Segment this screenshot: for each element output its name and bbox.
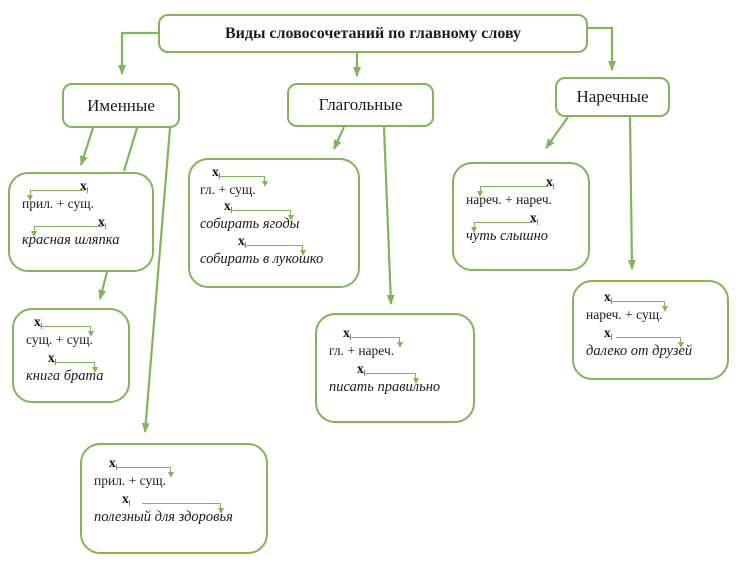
dependency-arrow <box>363 373 419 384</box>
example-text: книга брата <box>26 368 104 384</box>
head-marker: х <box>80 178 88 193</box>
example-line: х красная шляпка <box>22 214 144 249</box>
dependency-arrow <box>349 337 403 348</box>
dependency-arrow <box>230 210 294 221</box>
example-text: полезный для здоровья <box>94 509 233 525</box>
pattern-line: х прил. + сущ. <box>94 455 258 489</box>
connector-verbal-to-verb-noun <box>332 126 346 150</box>
dependency-arrow <box>477 186 548 197</box>
connector-title-to-adverbial <box>588 26 616 71</box>
pattern-text: прил. + сущ. <box>22 196 95 211</box>
category-verbal: Глагольные <box>287 83 434 127</box>
box-adverb-adverb: х нареч. + нареч. х чуть слышно <box>452 162 590 271</box>
pattern-line: х прил. + сущ. <box>22 178 144 212</box>
dependency-arrow <box>616 337 684 348</box>
connector-nominal-stub <box>122 127 139 172</box>
head-marker: х <box>34 314 42 329</box>
example-text: далеко от друзей <box>586 343 693 359</box>
example-text: собирать ягоды <box>200 216 300 232</box>
pattern-text: гл. + сущ. <box>200 182 256 197</box>
dependency-arrow <box>40 326 94 337</box>
head-marker: х <box>98 214 106 229</box>
box-adverb-noun: х нареч. + сущ. х далеко от друзей <box>572 280 729 380</box>
box-adj-noun: х прил. + сущ. х красная шляпка <box>8 172 154 272</box>
head-marker: х <box>224 198 232 213</box>
pattern-line: х гл. + нареч. <box>329 325 465 359</box>
head-marker: х <box>109 455 117 470</box>
example-line: х полезный для здоровья <box>94 491 258 526</box>
example-line: х писать правильно <box>329 361 465 396</box>
head-marker: х <box>212 164 220 179</box>
diagram-title: Виды словосочетаний по главному слову <box>158 14 588 53</box>
example-line: х собирать ягоды <box>200 198 350 233</box>
head-marker: х <box>530 210 538 225</box>
pattern-line: х нареч. + сущ. <box>586 289 719 323</box>
dependency-arrow <box>218 176 268 187</box>
head-marker: х <box>122 491 130 506</box>
pattern-text: сущ. + сущ. <box>26 332 94 347</box>
head-marker: х <box>343 325 351 340</box>
example-text: чуть слышно <box>466 228 549 244</box>
example-text: красная шляпка <box>22 232 120 248</box>
pattern-text: прил. + сущ. <box>94 473 167 488</box>
category-nominal-label: Именные <box>87 95 155 115</box>
head-marker: х <box>604 289 612 304</box>
category-adverbial-label: Наречные <box>576 87 649 106</box>
connector-title-to-nominal <box>118 31 158 75</box>
category-nominal: Именные <box>62 83 180 128</box>
connector-adj-noun-to-noun-noun <box>98 271 109 300</box>
pattern-text: гл. + нареч. <box>329 343 395 358</box>
box-adj-noun2: х прил. + сущ. х полезный для здоровья <box>80 443 268 554</box>
connector-verbal-to-verb-adverb <box>382 126 395 305</box>
example-text: собирать в лукошко <box>200 251 324 267</box>
connector-adverbial-to-adverb-adverb <box>545 116 569 149</box>
dependency-arrow <box>471 222 534 233</box>
head-marker: х <box>357 361 365 376</box>
box-verb-noun: х гл. + сущ. х собирать ягоды х собирать… <box>188 158 360 288</box>
diagram-title-text: Виды словосочетаний по главному слову <box>224 24 522 42</box>
head-marker: х <box>604 325 612 340</box>
dependency-arrow <box>116 467 174 478</box>
category-verbal-label: Глагольные <box>318 95 403 114</box>
head-marker: х <box>48 350 56 365</box>
connector-nominal-to-adj-noun2 <box>141 127 172 433</box>
example-line: х далеко от друзей <box>586 325 719 360</box>
dependency-arrow <box>27 190 84 201</box>
connector-nominal-to-adj-noun <box>79 127 95 166</box>
pattern-line: х сущ. + сущ. <box>26 314 120 348</box>
dependency-arrow <box>142 503 224 514</box>
pattern-line: х нареч. + нареч. <box>466 174 580 208</box>
example-line: х книга брата <box>26 350 120 385</box>
example-line: х чуть слышно <box>466 210 580 245</box>
connector-adverbial-to-adverb-noun <box>627 114 636 270</box>
dependency-arrow <box>31 226 102 237</box>
example-text: писать правильно <box>329 379 441 395</box>
pattern-text: нареч. + сущ. <box>586 307 663 322</box>
dependency-arrow <box>244 245 306 256</box>
dependency-arrow <box>610 301 668 312</box>
pattern-text: нареч. + нареч. <box>466 192 552 207</box>
example-line: х собирать в лукошко <box>200 233 350 268</box>
dependency-arrow <box>54 362 98 373</box>
head-marker: х <box>546 174 554 189</box>
box-noun-noun: х сущ. + сущ. х книга брата <box>12 308 130 403</box>
head-marker: х <box>238 233 246 248</box>
category-adverbial: Наречные <box>555 77 670 117</box>
box-verb-adverb: х гл. + нареч. х писать правильно <box>315 313 475 423</box>
pattern-line: х гл. + сущ. <box>200 164 350 198</box>
